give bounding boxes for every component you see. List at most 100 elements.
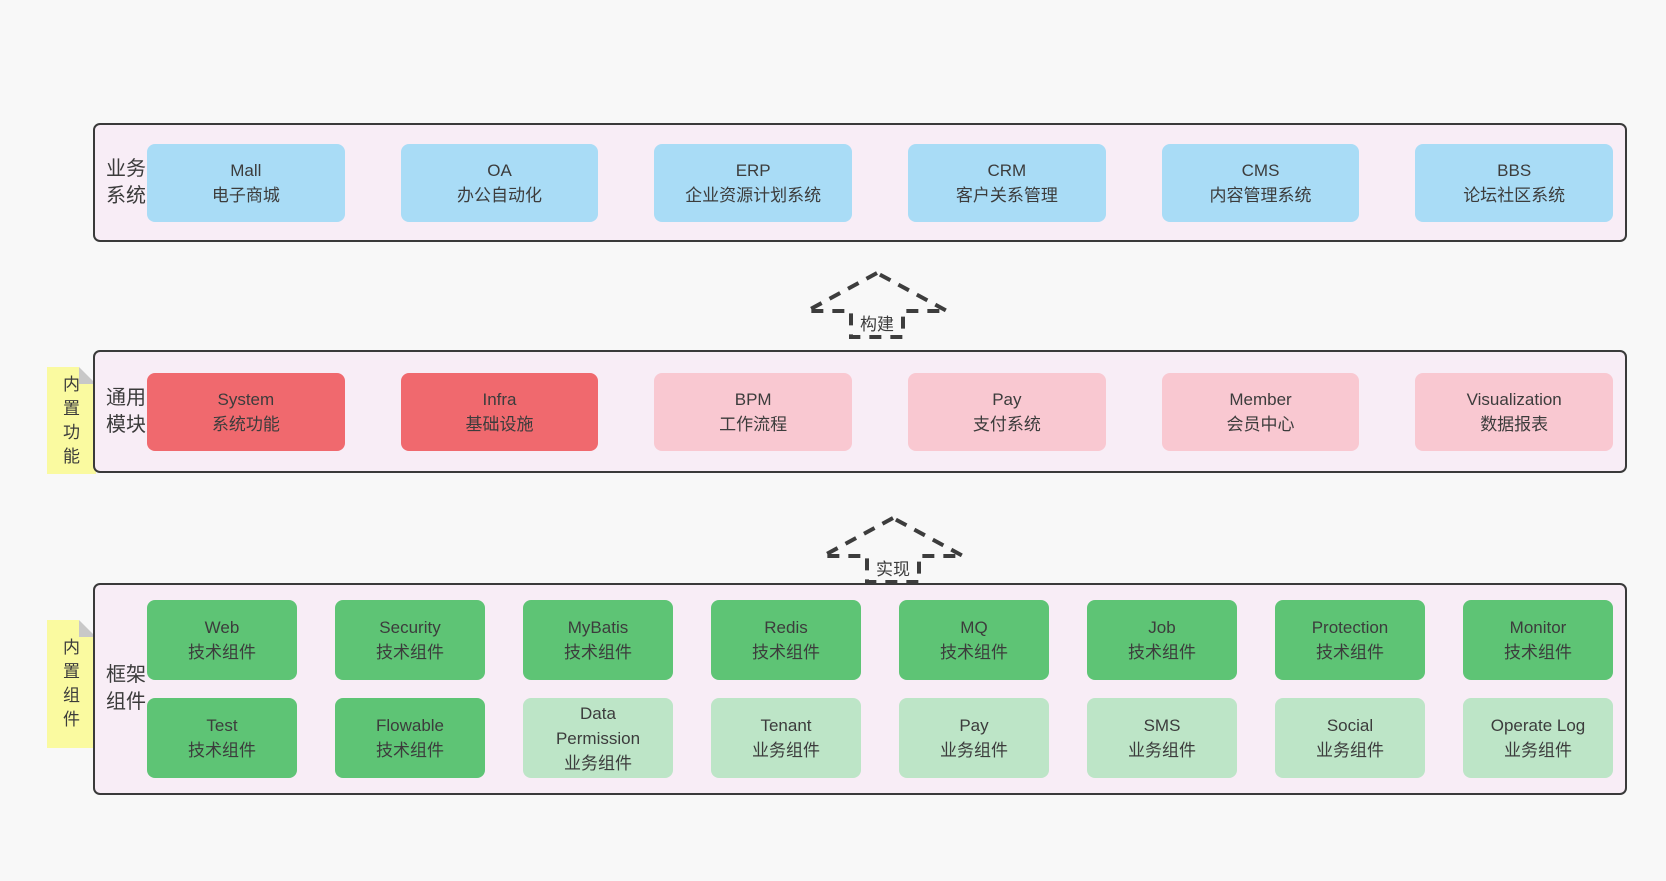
layer-label-common-modules: 通用模块 xyxy=(106,386,146,436)
box-subtitle: 业务组件 xyxy=(1504,741,1572,760)
box-mybatis: MyBatis 技术组件 xyxy=(523,600,673,680)
box-subtitle: 技术组件 xyxy=(940,643,1008,662)
box-system: System 系统功能 xyxy=(147,372,345,451)
box-subtitle: 数据报表 xyxy=(1480,414,1549,434)
up-block-arrow-icon xyxy=(822,515,964,584)
sticky-note-built-in-components: 内置组件 xyxy=(47,620,96,748)
box-title: Redis xyxy=(764,618,808,637)
box-title: CRM xyxy=(987,160,1027,180)
box-pay-system: Pay 支付系统 xyxy=(908,372,1106,451)
box-title: Operate Log xyxy=(1490,716,1586,735)
box-title: Infra xyxy=(482,389,517,409)
box-security: Security 技术组件 xyxy=(335,600,485,680)
layer-label-business-systems: 业务系统 xyxy=(106,157,146,207)
folded-corner xyxy=(79,367,96,384)
box-protection: Protection 技术组件 xyxy=(1275,600,1425,680)
box-subtitle: 业务组件 xyxy=(752,741,820,760)
box-flowable: Flowable 技术组件 xyxy=(335,698,485,778)
box-operate-log: Operate Log 业务组件 xyxy=(1463,698,1613,778)
box-subtitle: 业务组件 xyxy=(940,741,1008,760)
box-job: Job 技术组件 xyxy=(1087,600,1237,680)
box-mall: Mall 电子商城 xyxy=(147,143,345,222)
box-subtitle: 系统功能 xyxy=(211,414,280,434)
box-subtitle: 技术组件 xyxy=(376,643,444,662)
box-subtitle: 基础设施 xyxy=(465,414,534,434)
box-bpm: BPM 工作流程 xyxy=(654,372,853,451)
box-title: Test xyxy=(206,716,238,735)
box-redis: Redis 技术组件 xyxy=(711,600,861,680)
box-title: Mall xyxy=(230,160,262,180)
box-subtitle: 客户关系管理 xyxy=(955,185,1058,205)
box-subtitle: 支付系统 xyxy=(972,414,1041,434)
framework-row-2: Test 技术组件 Flowable 技术组件 Data Permission … xyxy=(147,698,1613,778)
folded-corner xyxy=(79,620,96,637)
arrow-label: 实现 xyxy=(873,555,913,580)
box-subtitle: 业务组件 xyxy=(564,753,632,773)
box-title: SMS xyxy=(1143,716,1181,735)
box-title: Pay xyxy=(992,389,1022,409)
sticky-note-label: 内置功能 xyxy=(63,374,80,466)
box-title: Member xyxy=(1229,389,1292,409)
common-modules-box-row: System 系统功能 Infra 基础设施 BPM 工作流程 Pay 支付系统… xyxy=(147,372,1614,451)
box-pay-component: Pay 业务组件 xyxy=(899,698,1049,778)
sticky-note-built-in-features: 内置功能 xyxy=(47,367,96,474)
box-title: Protection xyxy=(1311,618,1389,637)
box-title: Pay xyxy=(959,716,989,735)
box-title: System xyxy=(217,389,275,409)
box-subtitle: 办公自动化 xyxy=(457,185,542,205)
sticky-note-label: 内置组件 xyxy=(63,638,80,729)
arrow-implement: 实现 xyxy=(820,515,966,585)
box-infra: Infra 基础设施 xyxy=(400,372,599,451)
box-title: MyBatis xyxy=(567,618,629,637)
box-subtitle: 技术组件 xyxy=(752,643,820,662)
box-tenant: Tenant 业务组件 xyxy=(711,698,861,778)
box-crm: CRM 客户关系管理 xyxy=(908,143,1106,222)
box-subtitle: 业务组件 xyxy=(1316,741,1384,760)
box-subtitle: 技术组件 xyxy=(376,741,444,760)
framework-components-grid: Web 技术组件 Security 技术组件 MyBatis 技术组件 Redi… xyxy=(147,600,1613,778)
box-title: CMS xyxy=(1241,160,1280,180)
box-mq: MQ 技术组件 xyxy=(899,600,1049,680)
box-subtitle: 工作流程 xyxy=(719,414,788,434)
box-monitor: Monitor 技术组件 xyxy=(1463,600,1613,680)
box-subtitle: 技术组件 xyxy=(1504,643,1572,662)
box-title: OA xyxy=(487,160,512,180)
box-cms: CMS 内容管理系统 xyxy=(1161,143,1360,222)
box-social: Social 业务组件 xyxy=(1275,698,1425,778)
box-oa: OA 办公自动化 xyxy=(400,143,599,222)
box-subtitle: 论坛社区系统 xyxy=(1463,185,1566,205)
box-visualization: Visualization 数据报表 xyxy=(1415,372,1614,451)
business-systems-box-row: Mall 电子商城 OA 办公自动化 ERP 企业资源计划系统 CRM 客户关系… xyxy=(147,143,1614,222)
box-title: Job xyxy=(1148,618,1176,637)
box-subtitle: 技术组件 xyxy=(564,643,632,662)
layer-label-framework-components: 框架组件 xyxy=(106,664,146,713)
box-title: MQ xyxy=(960,618,988,637)
box-title: Flowable xyxy=(375,716,445,735)
arrow-label: 构建 xyxy=(857,310,897,335)
box-title: Data Permission xyxy=(555,703,641,748)
box-title: ERP xyxy=(735,160,771,180)
box-subtitle: 技术组件 xyxy=(188,643,256,662)
box-subtitle: 内容管理系统 xyxy=(1209,185,1312,205)
framework-row-1: Web 技术组件 Security 技术组件 MyBatis 技术组件 Redi… xyxy=(147,600,1613,680)
box-title: Tenant xyxy=(760,716,812,735)
box-subtitle: 业务组件 xyxy=(1128,741,1196,760)
layer-framework-components: 框架组件 Web 技术组件 Security 技术组件 MyBatis 技术组件… xyxy=(93,583,1627,795)
box-title: BBS xyxy=(1497,160,1532,180)
box-title: Security xyxy=(379,618,441,637)
box-member: Member 会员中心 xyxy=(1161,372,1360,451)
box-subtitle: 会员中心 xyxy=(1226,414,1295,434)
box-title: Visualization xyxy=(1466,389,1562,409)
box-sms: SMS 业务组件 xyxy=(1087,698,1237,778)
box-subtitle: 技术组件 xyxy=(188,741,256,760)
box-web: Web 技术组件 xyxy=(147,600,297,680)
arrow-build: 构建 xyxy=(804,270,950,340)
box-subtitle: 技术组件 xyxy=(1128,643,1196,662)
box-title: Monitor xyxy=(1509,618,1567,637)
box-title: BPM xyxy=(734,389,772,409)
layer-business-systems: 业务系统 Mall 电子商城 OA 办公自动化 ERP 企业资源计划系统 CRM… xyxy=(93,123,1627,242)
box-test: Test 技术组件 xyxy=(147,698,297,778)
box-subtitle: 企业资源计划系统 xyxy=(685,185,822,205)
box-data-permission: Data Permission 业务组件 xyxy=(523,698,673,778)
layer-common-modules: 通用模块 System 系统功能 Infra 基础设施 BPM 工作流程 Pay… xyxy=(93,350,1627,473)
